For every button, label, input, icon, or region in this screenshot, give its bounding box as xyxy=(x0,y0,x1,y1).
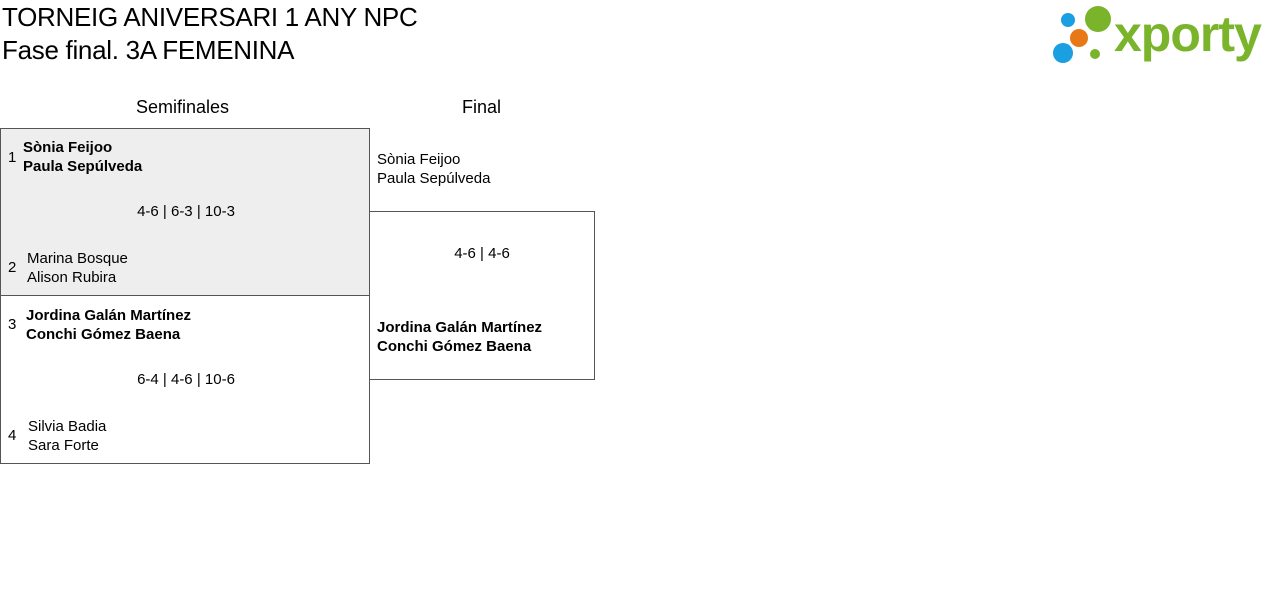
team-player: Sara Forte xyxy=(28,437,99,454)
page-subtitle: Fase final. 3A FEMENINA xyxy=(2,35,295,65)
team-player: Marina Bosque xyxy=(27,250,128,267)
team-player: Alison Rubira xyxy=(27,269,117,286)
logo-dots-icon xyxy=(1053,6,1111,63)
final-bottom-player: Jordina Galán Martínez xyxy=(377,319,543,336)
final-bottom-player: Conchi Gómez Baena xyxy=(377,338,532,355)
team-player: Jordina Galán Martínez xyxy=(26,307,192,324)
xporty-logo[interactable]: xporty xyxy=(1050,4,1276,66)
match-score: 4-6 | 6-3 | 10-3 xyxy=(137,203,235,220)
logo-wordmark: xporty xyxy=(1114,6,1262,62)
team-player: Silvia Badia xyxy=(28,418,107,435)
round-label-semifinals: Semifinales xyxy=(136,97,230,117)
semifinal-match-2[interactable]: 3 Jordina Galán Martínez Conchi Gómez Ba… xyxy=(0,295,370,464)
team-player: Conchi Gómez Baena xyxy=(26,326,181,343)
final-match[interactable]: 4-6 | 4-6 xyxy=(369,211,595,380)
semifinal-match-1[interactable]: 1 Sònia Feijoo Paula Sepúlveda 4-6 | 6-3… xyxy=(0,128,370,296)
final-top-player: Sònia Feijoo xyxy=(377,151,461,168)
seed-number: 2 xyxy=(8,259,17,276)
round-label-final: Final xyxy=(462,97,502,117)
page-title: TORNEIG ANIVERSARI 1 ANY NPC xyxy=(2,2,418,32)
seed-number: 4 xyxy=(8,427,17,444)
team-player: Sònia Feijoo xyxy=(23,139,113,156)
team-player: Paula Sepúlveda xyxy=(23,158,143,175)
seed-number: 1 xyxy=(8,149,17,166)
seed-number: 3 xyxy=(8,316,17,333)
match-score: 4-6 | 4-6 xyxy=(454,245,510,262)
final-top-player: Paula Sepúlveda xyxy=(377,170,491,187)
match-score: 6-4 | 4-6 | 10-6 xyxy=(137,371,235,388)
